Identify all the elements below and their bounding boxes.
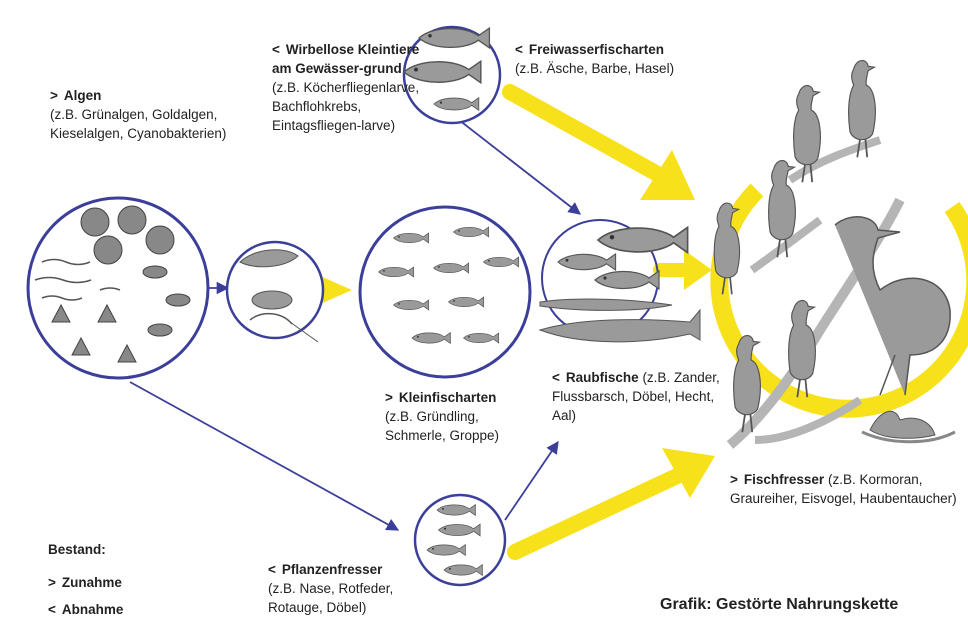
small-fish-examples: (z.B. Gründling, Schmerle, Groppe) — [385, 409, 499, 443]
invertebrates-trend-symbol: < — [272, 42, 280, 57]
herbivores-title: Pflanzenfresser — [282, 562, 383, 577]
small-fish-circle — [360, 207, 530, 377]
predatory-fish-group — [540, 220, 700, 342]
invertebrates-circle — [227, 242, 323, 342]
fish-eaters-label: >Fischfresser (z.B. Kormoran, Graureiher… — [730, 470, 965, 508]
small-fish-trend-symbol: > — [385, 390, 393, 405]
open-water-fish-examples: (z.B. Äsche, Barbe, Hasel) — [515, 61, 674, 76]
predatory-fish-trend-symbol: < — [552, 370, 560, 385]
herbivores-examples: (z.B. Nase, Rotfeder, Rotauge, Döbel) — [268, 581, 393, 615]
fish-eaters-trend-symbol: > — [730, 472, 738, 487]
open-water-fish-title: Freiwasserfischarten — [529, 42, 664, 57]
grebe-in-nest — [870, 411, 935, 438]
small-fish-title: Kleinfischarten — [399, 390, 497, 405]
fish-eaters-title: Fischfresser — [744, 472, 824, 487]
legend-increase-symbol: > — [48, 575, 56, 590]
small-fish-label: > Kleinfischarten (z.B. Gründling, Schmer… — [385, 388, 535, 445]
herbivores-label: < Pflanzenfresser (z.B. Nase, Rotfeder, R… — [268, 560, 428, 617]
legend-decrease-label: Abnahme — [62, 602, 124, 617]
algae-examples: (z.B. Grünalgen, Goldalgen, Kieselalgen,… — [50, 107, 226, 141]
legend-decrease-symbol: < — [48, 602, 56, 617]
legend: Bestand: > Zunahme < Abnahme — [48, 540, 188, 619]
invertebrates-examples: (z.B. Köcherfliegenlarve, Bachflohkrebs,… — [272, 80, 419, 133]
predatory-fish-label: <Raubfische (z.B. Zander, Flussbarsch, D… — [552, 368, 732, 425]
algae-trend-symbol: > — [50, 88, 58, 103]
legend-title: Bestand: — [48, 542, 106, 557]
legend-increase-label: Zunahme — [62, 575, 122, 590]
algae-title: Algen — [64, 88, 102, 103]
herbivores-trend-symbol: < — [268, 562, 276, 577]
algae-circle — [28, 198, 208, 378]
predatory-fish-title: Raubfische — [566, 370, 639, 385]
open-water-fish-label: < Freiwasserfischarten (z.B. Äsche, Barbe… — [515, 40, 745, 78]
open-water-fish-trend-symbol: < — [515, 42, 523, 57]
herbivores-circle — [415, 495, 505, 585]
figure-caption: Grafik: Gestörte Nahrungskette — [660, 596, 898, 614]
invertebrates-title: Wirbellose Kleintiere am Gewässer-grund — [272, 42, 419, 76]
algae-label: > Algen (z.B. Grünalgen, Goldalgen, Kiese… — [50, 86, 255, 143]
invertebrates-label: <Wirbellose Kleintiere am Gewässer-grund… — [272, 40, 422, 135]
